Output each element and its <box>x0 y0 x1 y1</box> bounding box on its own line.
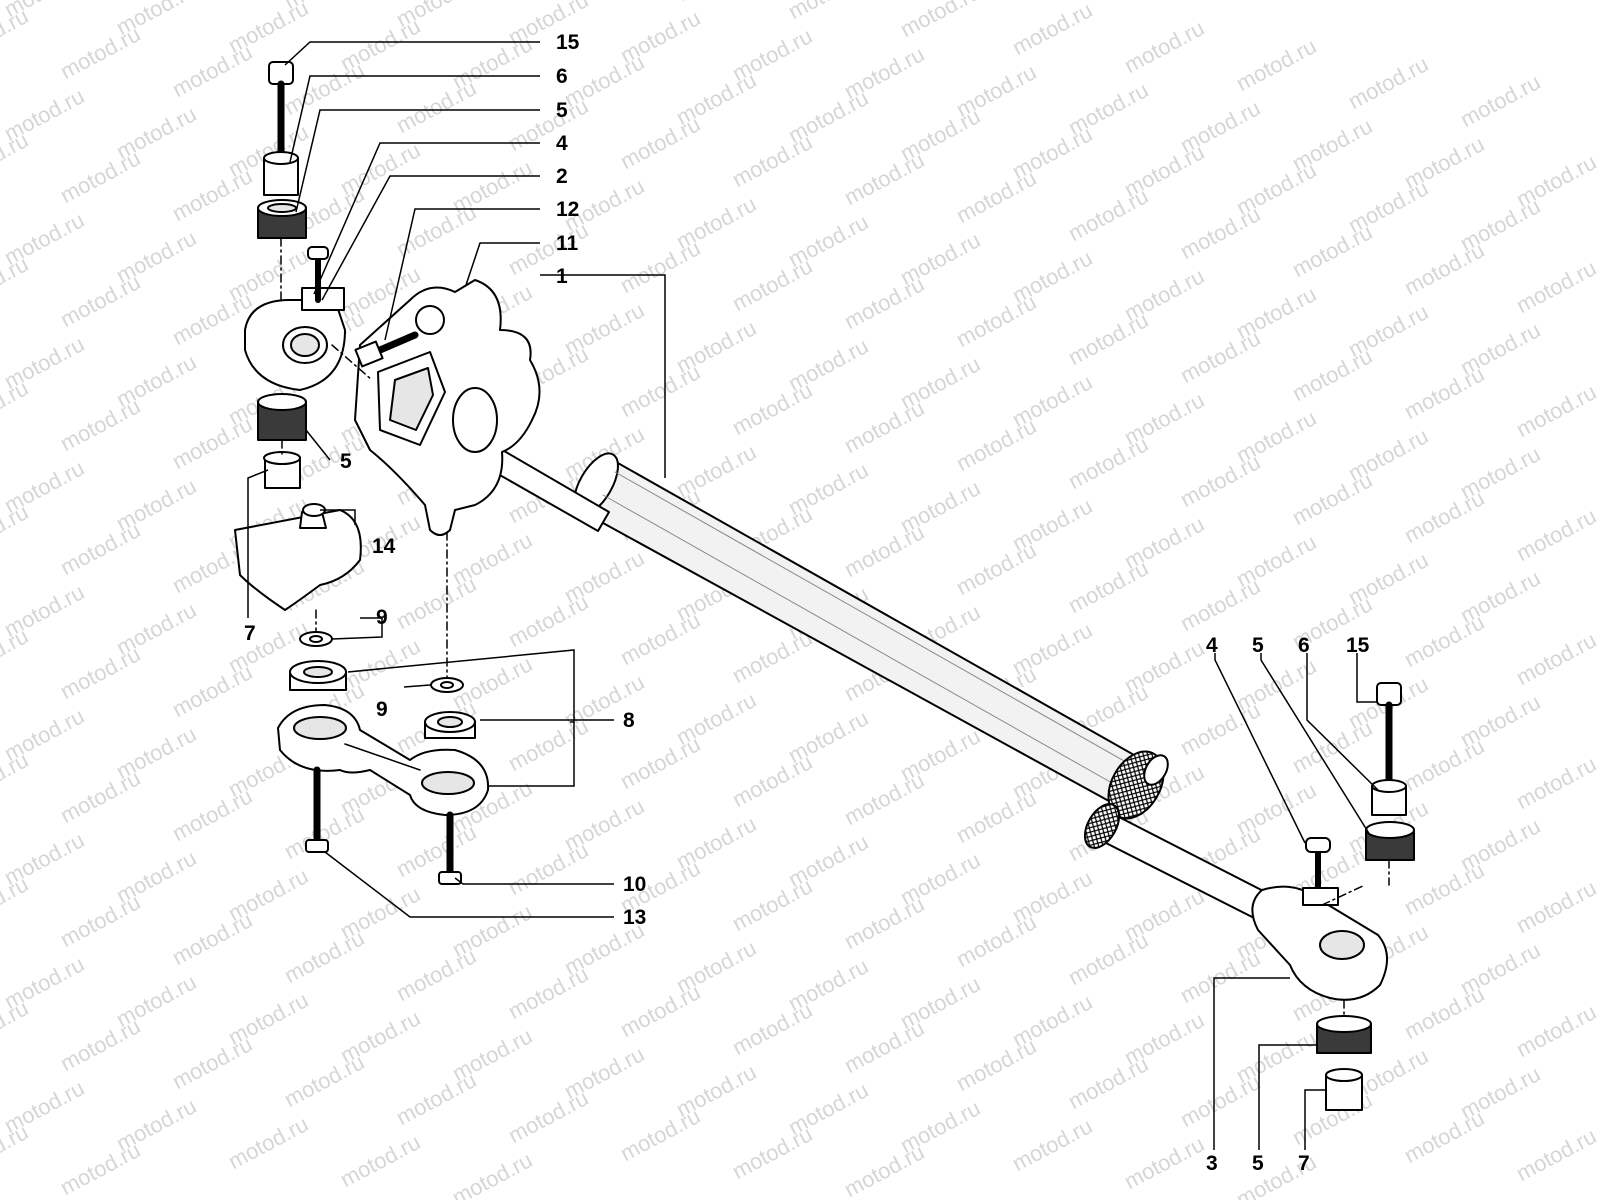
left-rod-end <box>244 246 346 391</box>
right-lower-hardware <box>1316 1015 1372 1111</box>
callout-5-right-bottom: 5 <box>1252 1152 1264 1175</box>
washers-and-bushings <box>289 631 476 739</box>
frame-fragment <box>234 503 362 611</box>
callout-15-top-left: 15 <box>556 31 580 54</box>
callout-7-right: 7 <box>1298 1152 1310 1175</box>
callout-11: 11 <box>556 232 579 255</box>
damper-body <box>573 452 1169 820</box>
callout-4-right: 4 <box>1206 634 1218 657</box>
callout-1: 1 <box>556 265 568 288</box>
callout-labels: 15 6 5 4 2 12 11 1 5 14 7 9 9 8 10 13 4 … <box>244 31 1370 1175</box>
damper-rod-right <box>1083 803 1278 923</box>
callout-15-right: 15 <box>1346 634 1370 657</box>
alignment-axes <box>280 237 1390 1019</box>
left-lower-hardware <box>257 393 307 489</box>
parts-linework <box>234 61 1415 1111</box>
leader-lines <box>247 41 1379 1150</box>
callout-13: 13 <box>623 906 646 929</box>
callout-6-right: 6 <box>1298 634 1310 657</box>
callout-7-left: 7 <box>244 622 256 645</box>
callout-5-right-top: 5 <box>1252 634 1264 657</box>
callout-9-lower: 9 <box>376 698 388 721</box>
right-rod-end <box>1251 837 1388 1001</box>
linkage-arm <box>277 704 490 885</box>
callout-3: 3 <box>1206 1152 1218 1175</box>
callout-8: 8 <box>623 709 635 732</box>
callout-9-upper: 9 <box>376 606 388 629</box>
right-upper-hardware <box>1365 682 1415 861</box>
callout-6-top-left: 6 <box>556 65 568 88</box>
left-upper-hardware <box>257 61 307 239</box>
callout-4-top-left: 4 <box>556 132 568 155</box>
bracket-bolt <box>354 331 419 368</box>
callout-2: 2 <box>556 165 568 188</box>
callout-5-top-left: 5 <box>556 99 568 122</box>
callout-12: 12 <box>556 198 579 221</box>
mounting-bracket <box>354 279 541 536</box>
callout-5-mid-left: 5 <box>340 450 352 473</box>
callout-14: 14 <box>372 535 396 558</box>
callout-10: 10 <box>623 873 646 896</box>
